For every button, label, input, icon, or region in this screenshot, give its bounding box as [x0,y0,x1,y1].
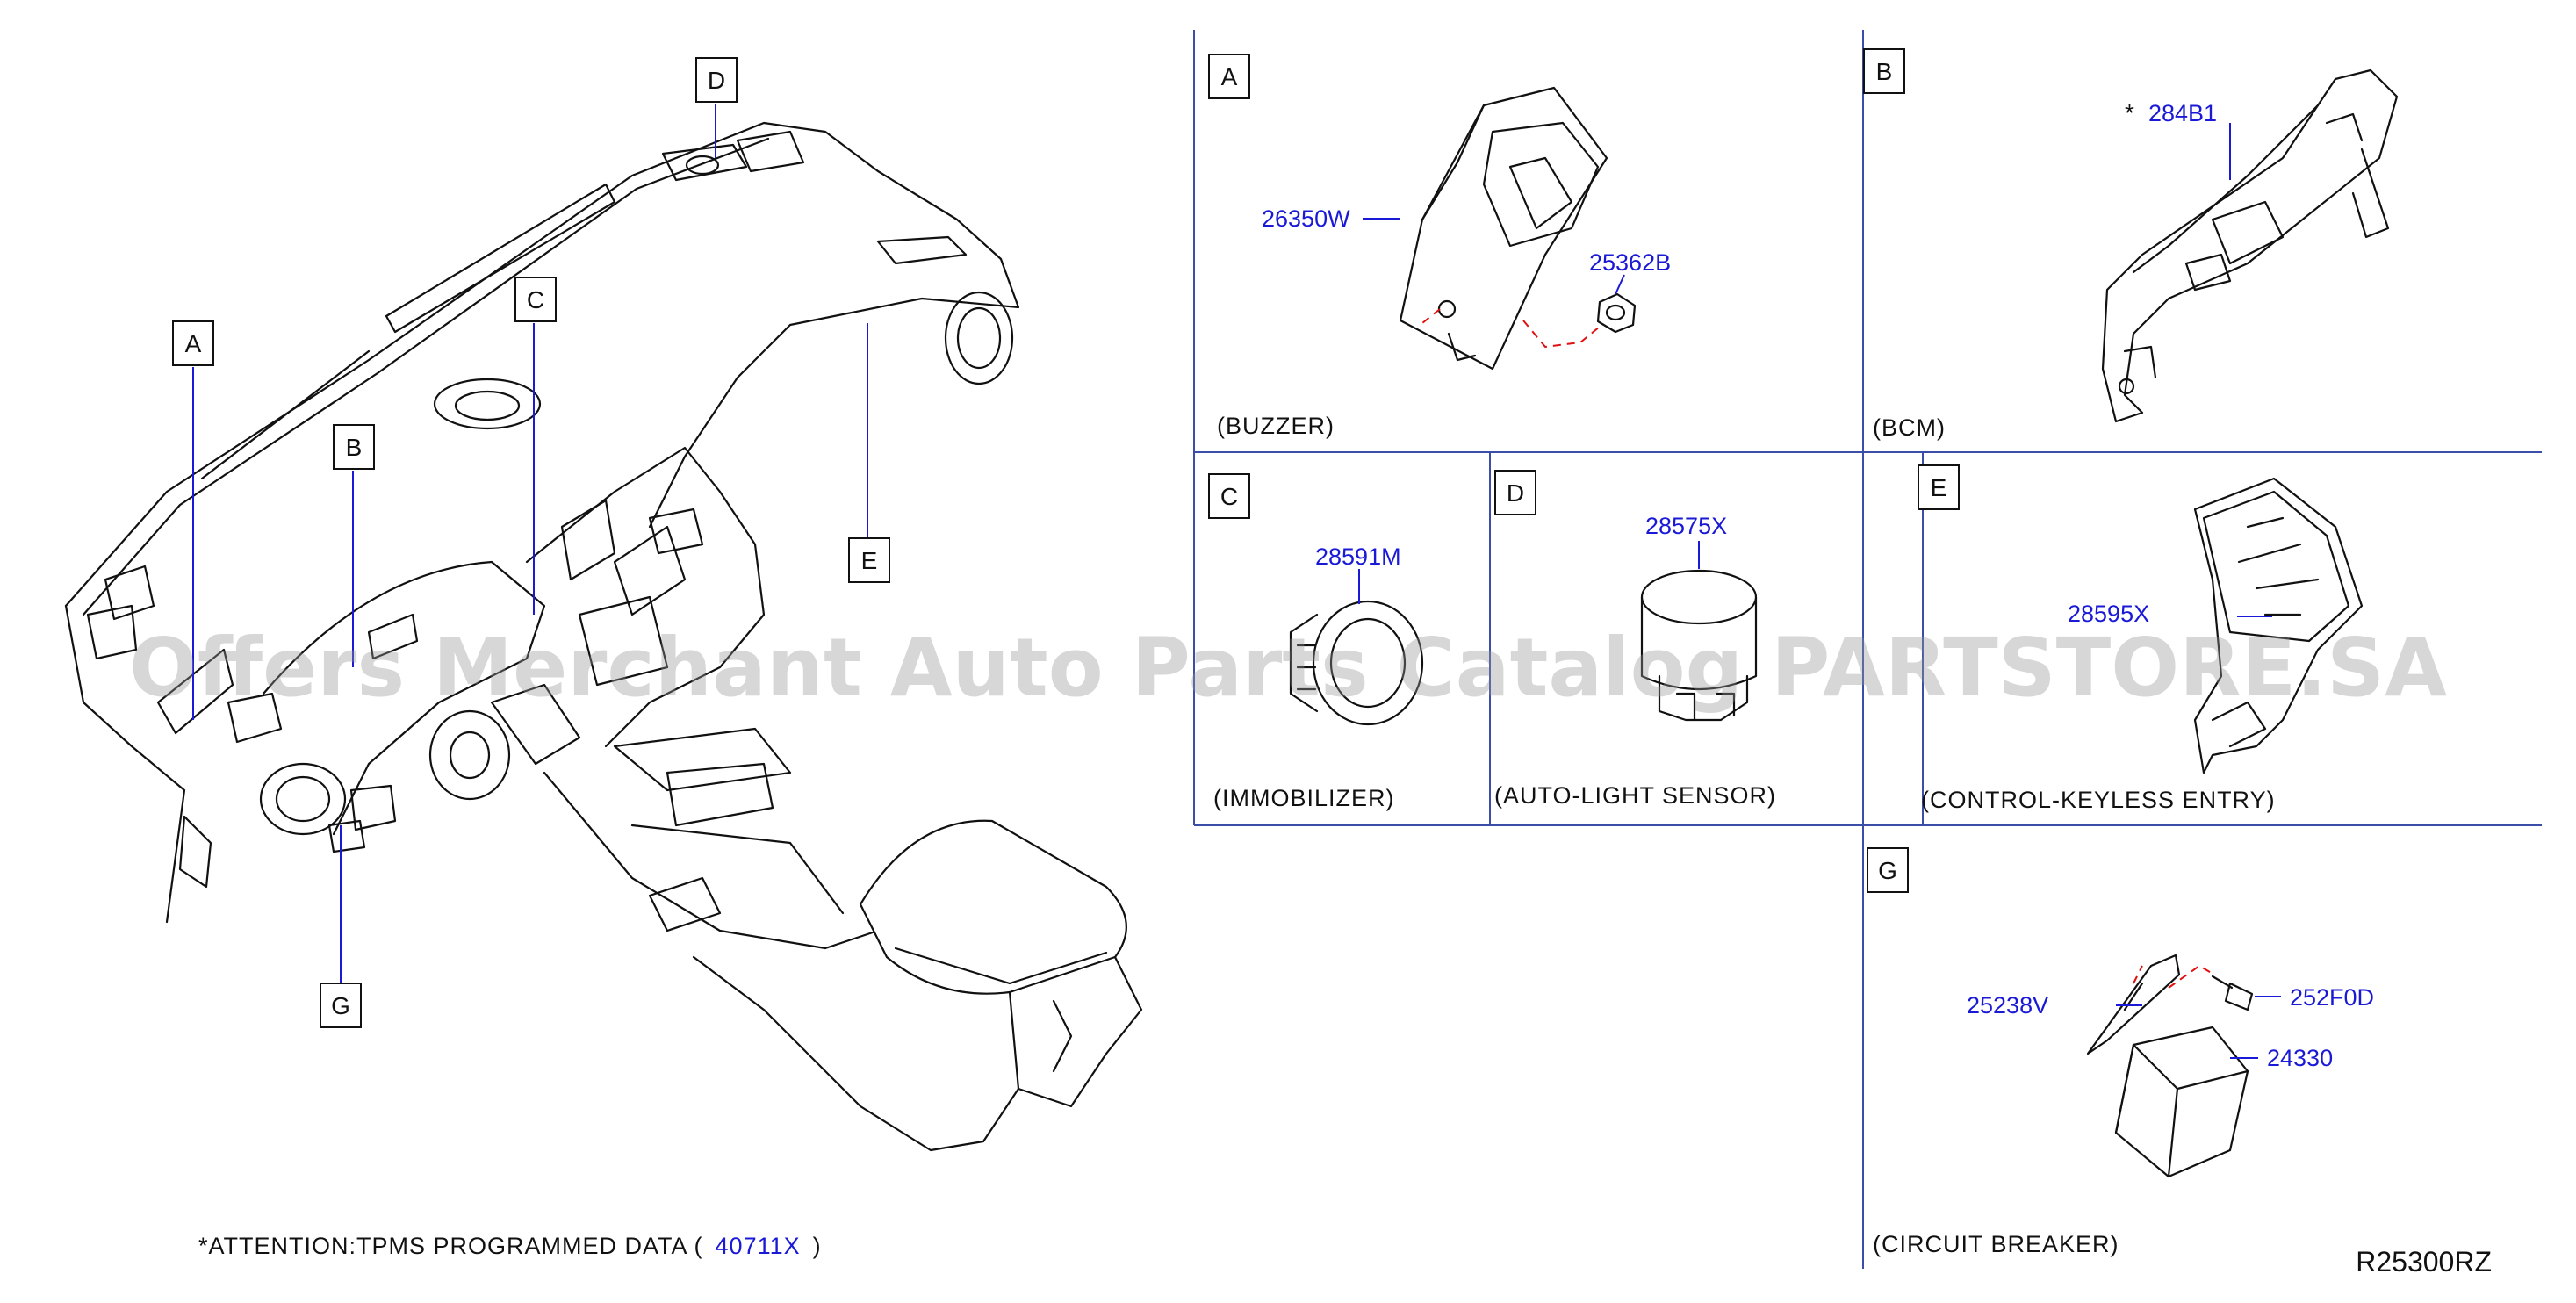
auto-light-sensor-illustration [1640,569,1758,722]
dashboard-assembly-illustration [64,121,1143,1152]
panel-g-letter: G [1878,857,1897,884]
callout-c-label: C [527,286,544,313]
callout-a-label: A [185,330,202,357]
bcm-star-marker: * [2125,99,2134,126]
bcm-illustration [2101,68,2399,423]
buzzer-illustration [1399,86,1608,371]
panel-d: D 28575X (AUTO-LIGHT SENSOR) [1494,470,1776,809]
attention-suffix: ) [813,1233,822,1259]
panel-grid [1193,30,2542,1269]
part-28591m[interactable]: 28591M [1315,544,1401,570]
callout-b[interactable]: B [333,424,375,470]
callout-leaders [192,104,868,983]
part-28575x[interactable]: 28575X [1645,513,1727,539]
part-28595x[interactable]: 28595X [2068,601,2149,627]
keyless-entry-illustration [2193,477,2364,774]
part-25362b[interactable]: 25362B [1589,249,1671,276]
panel-e-caption: (CONTROL-KEYLESS ENTRY) [1921,787,2276,813]
panel-a-caption: (BUZZER) [1217,413,1335,439]
panel-g-caption: (CIRCUIT BREAKER) [1873,1231,2119,1257]
callout-e[interactable]: E [848,537,890,583]
panel-d-letter: D [1507,479,1524,507]
panel-c-caption: (IMMOBILIZER) [1213,785,1395,811]
callout-g[interactable]: G [320,983,362,1028]
callout-g-label: G [331,992,350,1019]
panel-a: A 26350W 25362B (BUZZER) [1208,54,1671,439]
watermark: Offers Merchant Auto Parts Catalog PARTS… [129,621,2447,715]
panel-d-caption: (AUTO-LIGHT SENSOR) [1494,782,1776,809]
attention-prefix: *ATTENTION:TPMS PROGRAMMED DATA ( [198,1233,703,1259]
part-25238v[interactable]: 25238V [1967,992,2048,1019]
part-26350w[interactable]: 26350W [1262,205,1350,232]
callout-a[interactable]: A [172,320,214,366]
part-284b1[interactable]: 284B1 [2148,100,2217,126]
panel-b-letter: B [1876,58,1893,85]
panel-b-caption: (BCM) [1873,414,1946,441]
callout-e-label: E [861,547,878,574]
attention-part-40711x[interactable]: 40711X [716,1233,801,1259]
panel-b: B * 284B1 (BCM) [1863,48,2399,441]
svg-text:*ATTENTION:TPMS PROGRAMMED: *ATTENTION:TPMS PROGRAMMED DATA ( 40711X) [198,1233,822,1259]
immobilizer-illustration [1289,600,1424,726]
panel-e: E 28595X (CONTROL-KEYLESS ENTRY) [1918,464,2364,813]
panel-g: G 25238V 252F0D 24330 (CIRCUIT BREAKER) [1867,847,2374,1257]
panel-c: C 28591M (IMMOBILIZER) [1208,473,1424,811]
nut-illustration [1596,292,1637,334]
part-252f0d[interactable]: 252F0D [2290,984,2374,1011]
bolt-illustration [2211,975,2254,1011]
attention-note: *ATTENTION:TPMS PROGRAMMED DATA ( 40711X) [198,1233,822,1259]
callout-d-label: D [708,67,725,94]
part-24330[interactable]: 24330 [2267,1045,2333,1071]
callout-c[interactable]: C [514,277,557,322]
circuit-breaker-illustration [2114,1026,2249,1178]
panel-a-letter: A [1221,63,1238,90]
diagram-reference: R25300RZ [2356,1246,2492,1278]
callout-d[interactable]: D [695,57,738,103]
panel-c-letter: C [1220,483,1238,510]
panel-e-letter: E [1931,474,1947,501]
callout-b-label: B [346,434,363,461]
